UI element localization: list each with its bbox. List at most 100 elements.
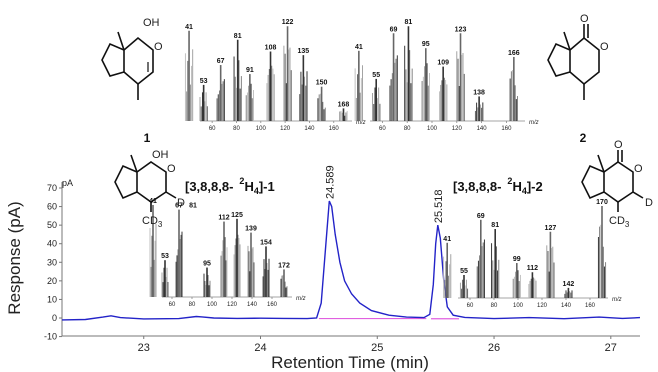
ms-tick-label: 140 (561, 303, 572, 309)
y-tick-label: 0 (52, 313, 57, 323)
ms-peak-label: 55 (460, 268, 468, 275)
ms-axis-label: m/z (612, 297, 622, 303)
ms-peak-label: 81 (405, 19, 413, 26)
ms-tick-label: 160 (501, 126, 512, 132)
ms-tick-label: 160 (585, 303, 596, 309)
ms-peak-label: 109 (437, 60, 449, 67)
ms-tick-label: 60 (169, 302, 176, 308)
y-tick-label: 10 (47, 294, 57, 304)
ms-peak-label: 91 (246, 67, 254, 74)
ms-peak-label: 154 (260, 239, 272, 246)
ms-peak-label: 139 (245, 226, 257, 233)
ms-peak-label: 166 (508, 50, 520, 57)
ms-tick-label: 60 (209, 126, 216, 132)
ms-peak-label: 41 (185, 24, 193, 31)
ms-peak-label: 150 (316, 80, 328, 87)
chromatogram-trace (61, 200, 641, 321)
ms-peak-label: 69 (477, 213, 485, 220)
ms-peak-label: 55 (372, 72, 380, 79)
ms-tick-label: 80 (233, 126, 240, 132)
y-unit-label: pA (62, 178, 73, 188)
ms-tick-label: 120 (280, 126, 291, 132)
ms-axis-label: m/z (356, 120, 366, 126)
ms-peak-label: 81 (189, 203, 197, 210)
y-tick-label: 20 (47, 276, 57, 286)
structure-4-cd3: CD3 (609, 215, 630, 229)
ms-tick-label: 140 (477, 126, 488, 132)
x-tick-label: 26 (488, 342, 500, 354)
ms-peak-label: 53 (161, 253, 169, 260)
ms-tick-label: 60 (379, 126, 386, 132)
x-axis-title: Retention Time (min) (271, 353, 429, 372)
y-tick-label: 50 (47, 220, 57, 230)
structure-4 (581, 150, 644, 212)
ms-tick-label: 100 (207, 302, 218, 308)
ms-tick-label: 80 (404, 126, 411, 132)
y-tick-label: 30 (47, 257, 57, 267)
x-ticks: 23 24 25 26 27 (138, 336, 617, 354)
ms-axis-label: m/z (529, 120, 539, 126)
structure-1-methyl-top (117, 31, 125, 51)
ms-peak-label: 125 (231, 212, 243, 219)
y-tick-label: 40 (47, 239, 57, 249)
ms-tick-label: 120 (227, 302, 238, 308)
structure-3-ring5 (114, 164, 138, 200)
ms-peak-label: 67 (175, 203, 183, 210)
ms-peak-label: 41 (443, 236, 451, 243)
structure-1-oh: OH (143, 17, 160, 29)
ms-peak-label: 112 (218, 215, 229, 222)
ms-peak-label: 172 (278, 262, 290, 269)
structure-2-o: O (600, 41, 609, 53)
x-tick-label: 27 (605, 342, 617, 354)
structure-4-ring5 (581, 164, 605, 200)
structure-3-d: D (177, 197, 185, 209)
x-tick-label: 25 (371, 342, 383, 354)
ms-tick-label: 60 (467, 303, 474, 309)
y-tick-label: -10 (44, 332, 57, 342)
structure-1-o: O (154, 41, 163, 53)
compound-label-1: 1 (144, 131, 151, 145)
y-axis-title: Response (pA) (5, 201, 24, 314)
compound-label-d1: [3,8,8,8-2H4]-1 (185, 176, 275, 196)
x-tick-label: 23 (138, 342, 150, 354)
ms-tick-label: 80 (189, 302, 196, 308)
ms-tick-label: 80 (491, 303, 498, 309)
ms-peak-label: 81 (491, 222, 499, 229)
structure-3-oh: OH (152, 149, 169, 161)
compound-label-2: 2 (580, 131, 587, 145)
ms-tick-label: 140 (304, 126, 315, 132)
structure-1-ring5 (101, 42, 125, 77)
structure-4-d-bond (632, 191, 644, 199)
structure-3-d-bond (165, 191, 177, 199)
structure-2 (547, 24, 600, 100)
ms-peak-label: 108 (265, 45, 277, 52)
ms-peak-label: 69 (390, 26, 398, 33)
ms-peak-label: 135 (298, 48, 310, 55)
ms-peak-label: 67 (217, 58, 225, 65)
structure-1-ring6 (123, 36, 154, 86)
ms-peak-label: 99 (513, 256, 521, 263)
structure-4-o: O (634, 163, 643, 175)
structure-2-ring5 (547, 42, 571, 77)
ms-peak-label: 168 (338, 101, 350, 108)
ms-peak-label: 142 (563, 281, 575, 288)
ms-peak-label: 112 (527, 265, 538, 272)
structure-3-cd3: CD3 (142, 215, 163, 229)
ms-tick-label: 140 (247, 302, 258, 308)
x-tick-label: 24 (254, 342, 266, 354)
ms-peak-label: 95 (422, 41, 430, 48)
structure-2-ring6 (569, 36, 600, 86)
ms-tick-label: 120 (537, 303, 548, 309)
peak-label: 24.589 (324, 165, 336, 199)
ms-tick-label: 100 (513, 303, 524, 309)
ms-tick-label: 100 (256, 126, 267, 132)
structure-4-d: D (645, 197, 653, 209)
structure-3 (114, 154, 177, 212)
y-tick-label: 60 (47, 202, 57, 212)
ms-peak-label: 95 (203, 261, 211, 268)
ms-tick-label: 120 (452, 126, 463, 132)
